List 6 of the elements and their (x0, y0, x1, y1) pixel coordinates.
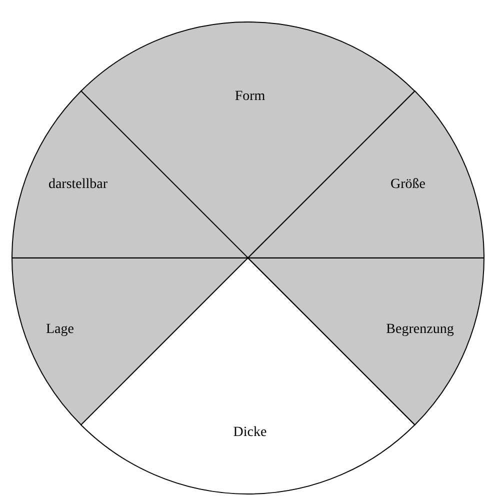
sector-label: Begrenzung (386, 322, 454, 338)
sector-label: Form (234, 89, 266, 105)
sector-label: darstellbar (48, 176, 108, 193)
sector-label: Größe (390, 176, 426, 193)
sector-label: Lage (46, 322, 74, 338)
sector-label: Dicke (233, 425, 267, 441)
